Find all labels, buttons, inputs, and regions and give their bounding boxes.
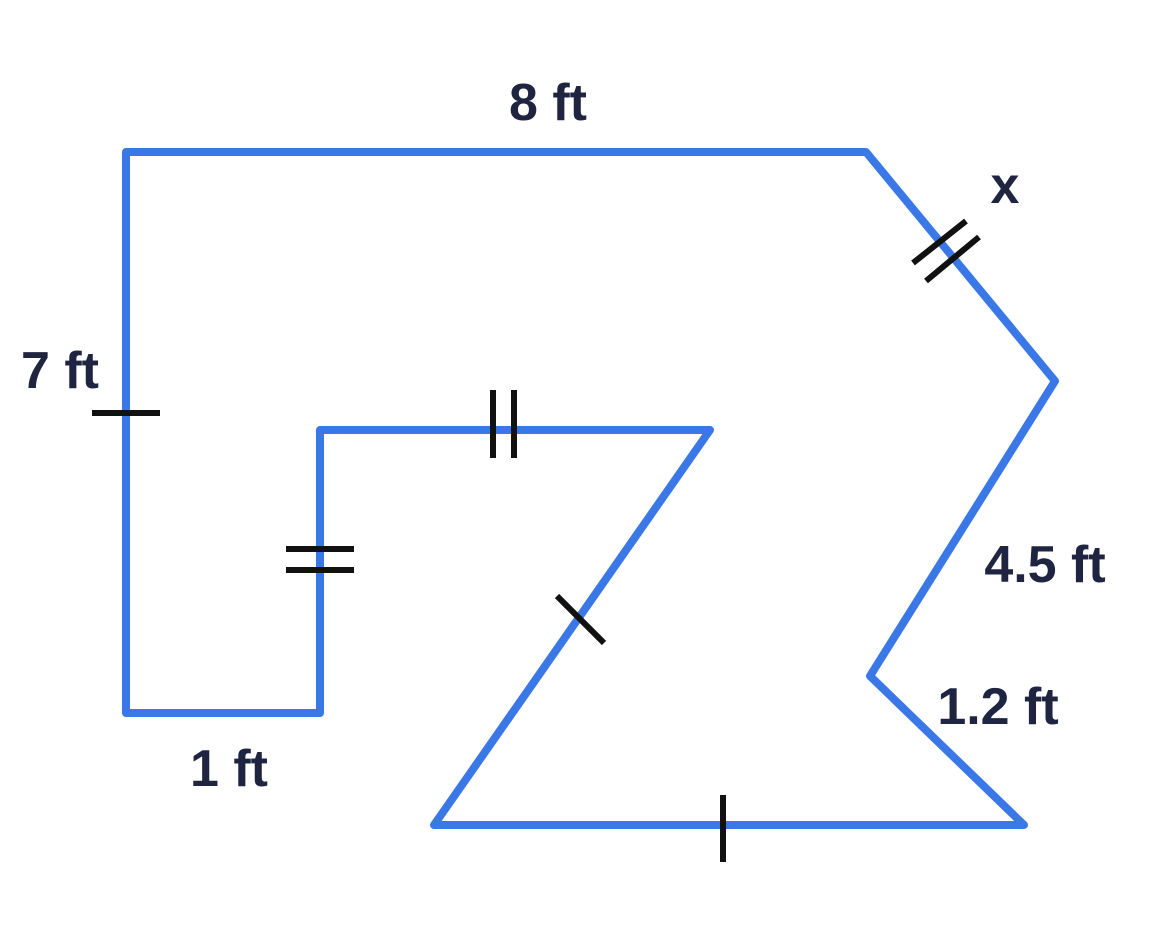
double-tick-slanted-right-a — [911, 218, 968, 266]
double-tick-slanted-right-b — [924, 234, 981, 284]
single-tick-slanted-inner-side — [554, 593, 607, 646]
label-left-side: 7 ft — [21, 342, 99, 400]
label-bottom-left-side: 1 ft — [190, 740, 268, 798]
label-slanted-side-x: x — [991, 157, 1020, 215]
label-top-side: 8 ft — [509, 74, 587, 132]
shape-outline — [122, 148, 1059, 829]
label-right-side: 4.5 ft — [984, 536, 1105, 594]
label-lower-right-side: 1.2 ft — [937, 678, 1058, 736]
